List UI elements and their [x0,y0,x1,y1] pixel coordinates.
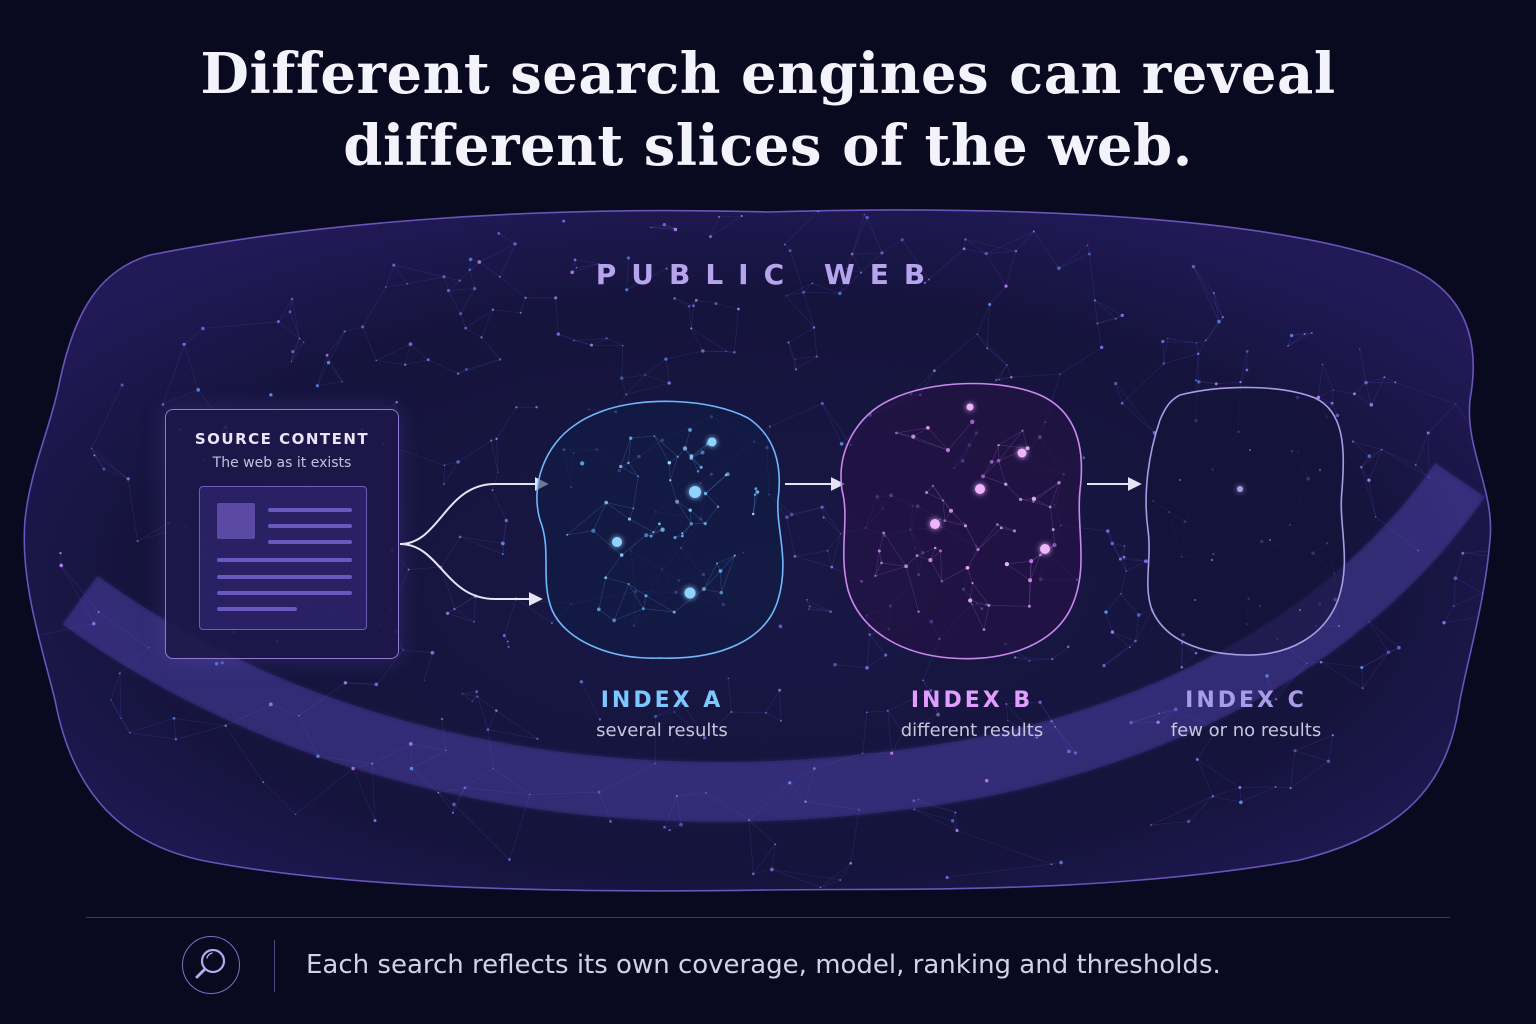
index-b-label: INDEX B [910,688,1034,713]
footer-vertical-divider [274,940,275,992]
document-line [268,524,352,528]
document-line [268,508,352,512]
document-line [217,607,297,611]
search-icon [182,936,240,994]
page-title: Different search engines can reveal diff… [0,38,1536,182]
index-a-label: INDEX A [600,688,724,713]
document-line [217,591,352,595]
source-content-card: SOURCE CONTENT The web as it exists [165,409,399,659]
index-c-caption: few or no results [1170,720,1322,741]
public-web-label: PUBLIC WEB [595,258,941,291]
document-line [217,558,352,562]
document-icon [199,486,367,630]
document-line [268,540,352,544]
index-c-label: INDEX C [1185,688,1307,713]
source-title: SOURCE CONTENT [194,430,370,448]
document-line [217,575,352,579]
index-b-caption: different results [900,720,1044,741]
title-line-1: Different search engines can reveal [200,41,1336,107]
document-image-placeholder [217,503,255,539]
title-line-2: different slices of the web. [343,113,1193,179]
footer-divider [86,917,1450,918]
source-subtitle: The web as it exists [212,455,352,471]
footer-caption: Each search reflects its own coverage, m… [306,950,1221,980]
index-a-caption: several results [596,720,728,741]
